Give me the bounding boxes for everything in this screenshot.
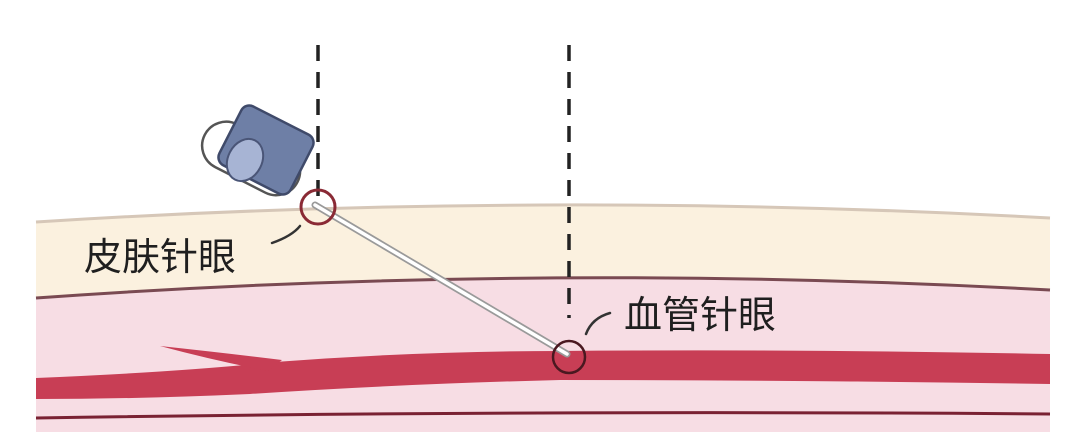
skin-puncture-label: 皮肤针眼 bbox=[84, 235, 236, 279]
vessel-puncture-ring bbox=[551, 339, 587, 375]
dermis-boundary-line bbox=[35, 276, 1051, 300]
needle-hub-face bbox=[225, 137, 265, 183]
skin-layer bbox=[36, 204, 1050, 298]
bottom-boundary-line bbox=[35, 411, 1051, 420]
skin-puncture-leader bbox=[270, 224, 302, 245]
needle-shaft-highlight bbox=[313, 203, 569, 356]
blood-vessel bbox=[36, 350, 1050, 399]
skin-puncture-ring bbox=[299, 188, 337, 226]
vessel-puncture-label: 血管针眼 bbox=[624, 293, 776, 337]
skin-surface-line bbox=[35, 203, 1051, 224]
blood-vessel-branch bbox=[160, 346, 282, 371]
vessel-puncture-leader bbox=[584, 311, 612, 336]
